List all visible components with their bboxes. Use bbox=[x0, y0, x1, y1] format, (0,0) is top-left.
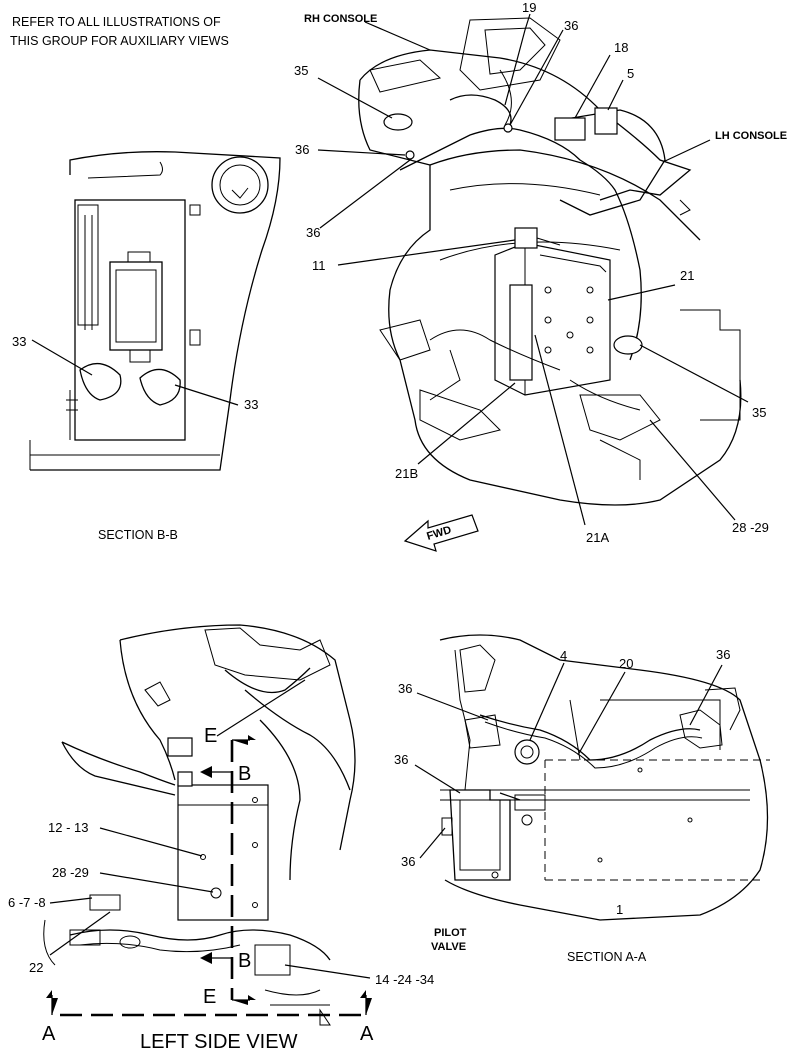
callout-36-aa-low: 36 bbox=[401, 854, 415, 869]
reference-note: REFER TO ALL ILLUSTRATIONS OF THIS GROUP… bbox=[10, 15, 229, 48]
callout-21b: 21B bbox=[395, 466, 418, 481]
callout-36-left: 36 bbox=[295, 142, 309, 157]
callout-28-29-main: 28 -29 bbox=[732, 520, 769, 535]
callout-19: 19 bbox=[522, 0, 536, 15]
callout-1: 1 bbox=[616, 902, 623, 917]
callout-20: 20 bbox=[619, 656, 633, 671]
callout-4: 4 bbox=[560, 648, 567, 663]
lh-console-label: LH CONSOLE bbox=[715, 130, 787, 142]
callout-36-aa-left: 36 bbox=[398, 681, 412, 696]
callout-28-29-left: 28 -29 bbox=[52, 865, 89, 880]
marker-e-top: E bbox=[204, 725, 217, 747]
section-bb-drawing bbox=[29, 151, 281, 471]
callout-18: 18 bbox=[614, 40, 628, 55]
callout-21: 21 bbox=[680, 268, 694, 283]
callout-36-lower: 36 bbox=[306, 225, 320, 240]
section-bb-callout-33-right: 33 bbox=[244, 397, 258, 412]
callout-36-top: 36 bbox=[564, 18, 578, 33]
callout-36-aa-mid: 36 bbox=[394, 752, 408, 767]
callout-5: 5 bbox=[627, 66, 634, 81]
reference-note-line-1: REFER TO ALL ILLUSTRATIONS OF bbox=[12, 15, 221, 29]
section-bb-title: SECTION B-B bbox=[98, 528, 178, 542]
section-aa-title: SECTION A-A bbox=[567, 950, 647, 964]
callout-12-13: 12 - 13 bbox=[48, 820, 88, 835]
fwd-arrow-icon: FWD bbox=[403, 514, 479, 552]
section-bb-callout-33-left: 33 bbox=[12, 334, 26, 349]
pilot-valve-label-line-2: VALVE bbox=[431, 941, 466, 953]
marker-b-top: B bbox=[238, 763, 251, 785]
main-view-drawing bbox=[317, 13, 749, 526]
callout-21a: 21A bbox=[586, 530, 609, 545]
callout-14-24-34: 14 -24 -34 bbox=[375, 972, 434, 987]
left-side-view-title: LEFT SIDE VIEW bbox=[140, 1031, 298, 1052]
callout-35-top: 35 bbox=[294, 63, 308, 78]
callout-22: 22 bbox=[29, 960, 43, 975]
pilot-valve-label-line-1: PILOT bbox=[434, 927, 467, 939]
section-aa-drawing bbox=[414, 634, 770, 921]
marker-a-left: A bbox=[42, 1023, 56, 1045]
left-side-view-drawing bbox=[43, 624, 372, 1026]
callout-6-7-8: 6 -7 -8 bbox=[8, 895, 46, 910]
reference-note-line-2: THIS GROUP FOR AUXILIARY VIEWS bbox=[10, 34, 229, 48]
callout-36-aa-top: 36 bbox=[716, 647, 730, 662]
marker-a-right: A bbox=[360, 1023, 374, 1045]
rh-console-label: RH CONSOLE bbox=[304, 13, 377, 25]
callout-11: 11 bbox=[312, 258, 326, 273]
marker-e-bottom: E bbox=[203, 986, 216, 1008]
callout-35-right: 35 bbox=[752, 405, 766, 420]
marker-b-bottom: B bbox=[238, 950, 251, 972]
